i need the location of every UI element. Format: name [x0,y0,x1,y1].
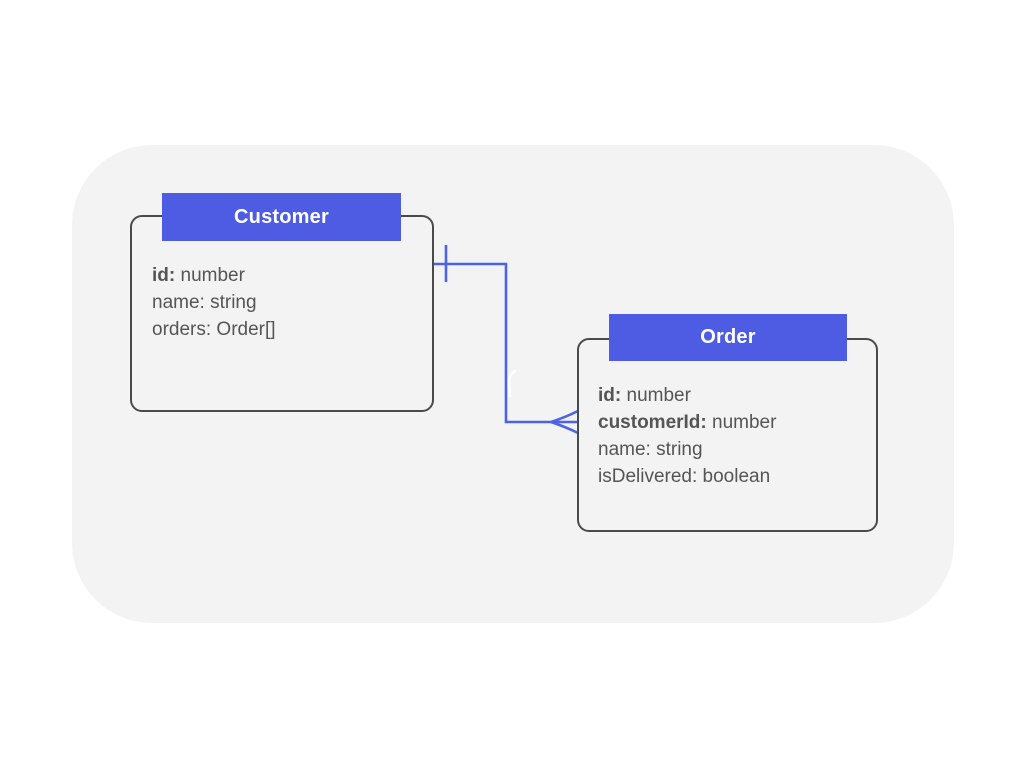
attribute-type: string [204,292,257,313]
attribute-key: id: [152,265,176,286]
attribute-type: number [621,385,691,406]
attribute-row: name: string [598,436,776,463]
attribute-key: id: [598,385,622,406]
entity-order-header[interactable]: Order [609,314,847,361]
attribute-type: number [706,412,777,433]
attribute-key: customerId: [598,412,707,433]
entity-order-attributes: id: number customerId: number name: stri… [598,382,776,490]
attribute-key: isDelivered: [598,466,698,487]
attribute-row: name: string [152,289,276,316]
attribute-key: name: [152,292,205,313]
attribute-key: orders: [152,319,212,340]
attribute-type: string [650,439,703,460]
entity-order-title: Order [700,326,756,348]
attribute-row: isDelivered: boolean [598,463,776,490]
attribute-type: Order[] [211,319,276,340]
attribute-type: number [175,265,245,286]
attribute-row: id: number [598,382,776,409]
attribute-row: customerId: number [598,409,776,436]
attribute-row: id: number [152,262,276,289]
attribute-type: boolean [697,466,771,487]
entity-customer-attributes: id: number name: string orders: Order[] [152,262,276,343]
entity-customer-header[interactable]: Customer [162,193,401,241]
attribute-row: orders: Order[] [152,316,276,343]
attribute-key: name: [598,439,651,460]
entity-customer-title: Customer [234,205,329,228]
